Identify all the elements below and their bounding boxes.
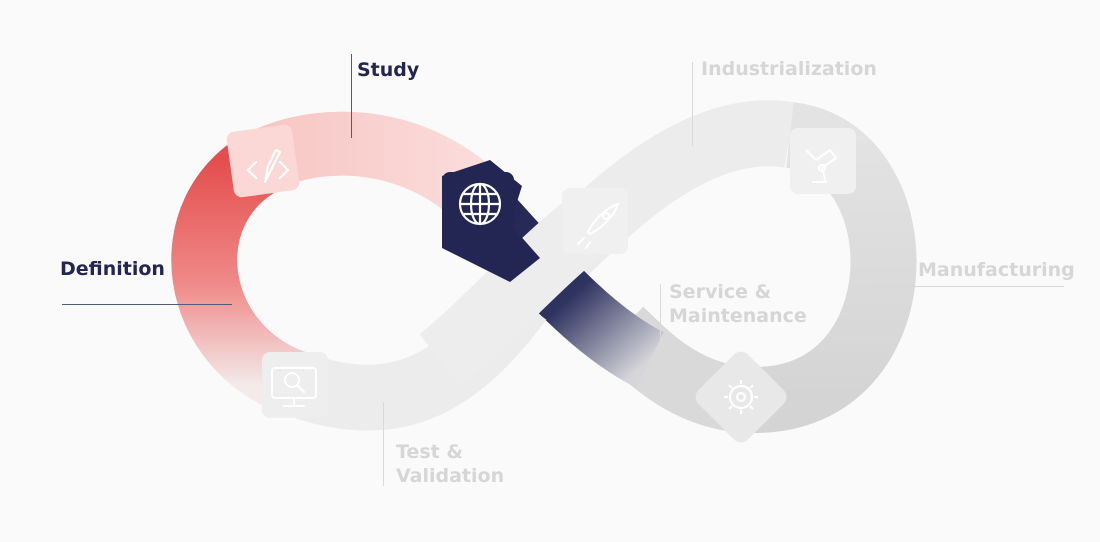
leader-industrialization [692, 62, 693, 146]
robot-arm-icon [805, 149, 837, 183]
leader-study [351, 54, 352, 138]
tile-manufacturing [695, 351, 787, 443]
label-industrialization: Industrialization [701, 58, 877, 80]
label-study: Study [357, 59, 420, 81]
gear-icon [724, 380, 758, 414]
label-test: Test & Validation [396, 441, 505, 487]
label-manufacturing: Manufacturing [918, 259, 1075, 281]
leader-definition [62, 304, 232, 305]
tile-study [226, 124, 300, 198]
leader-service [660, 284, 661, 370]
label-definition: Definition [60, 258, 165, 280]
rocket-icon [577, 202, 620, 249]
monitor-search-icon [271, 367, 317, 407]
tile-industrialization [790, 128, 856, 194]
label-service: Service & Maintenance [669, 281, 807, 327]
leader-test [383, 402, 384, 486]
pencil-code-icon [246, 148, 290, 184]
leader-manufacturing [870, 286, 1064, 287]
globe-icon [458, 182, 502, 226]
